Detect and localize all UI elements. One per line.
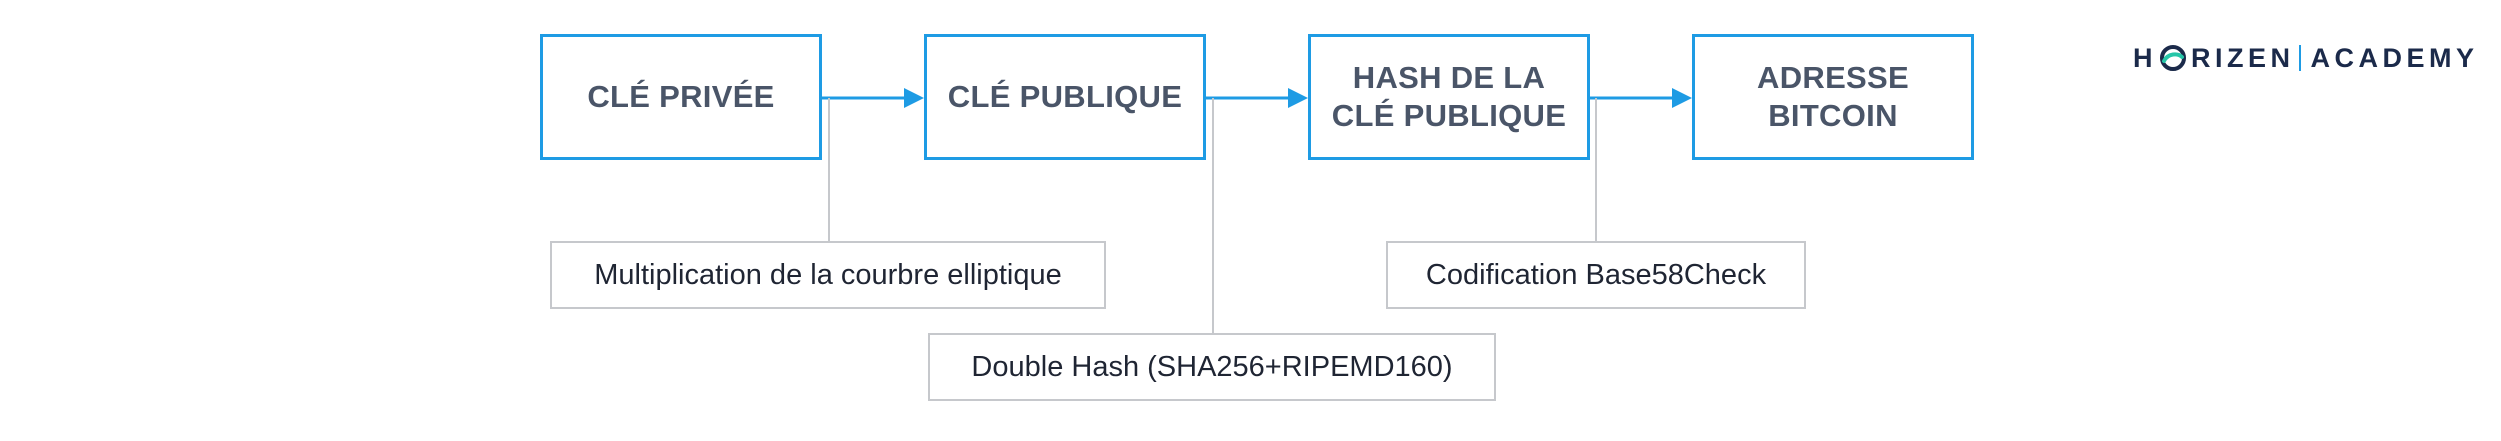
logo-brand-h: H [2133, 42, 2157, 73]
arrow-right-icon [1288, 88, 1308, 108]
arrow-right-icon [1672, 88, 1692, 108]
note-base58check: Codification Base58Check [1386, 241, 1806, 309]
note-elliptic-multiplication: Multiplication de la courbre elliptique [550, 241, 1106, 309]
step-bitcoin-address: ADRESSE BITCOIN [1692, 34, 1974, 160]
note-double-hash: Double Hash (SHA256+RIPEMD160) [928, 333, 1496, 401]
arrow-right-icon [904, 88, 924, 108]
logo-brand-rest: RIZEN [2191, 42, 2295, 73]
step-public-key-hash: HASH DE LA CLÉ PUBLIQUE [1308, 34, 1590, 160]
horizen-o-mark-icon [2160, 45, 2186, 71]
logo-academy: ACADEMY [2310, 42, 2479, 73]
step-public-key: CLÉ PUBLIQUE [924, 34, 1206, 160]
horizen-academy-logo: H RIZEN ACADEMY [2133, 38, 2479, 78]
step-private-key: CLÉ PRIVÉE [540, 34, 822, 160]
logo-divider [2298, 45, 2301, 71]
